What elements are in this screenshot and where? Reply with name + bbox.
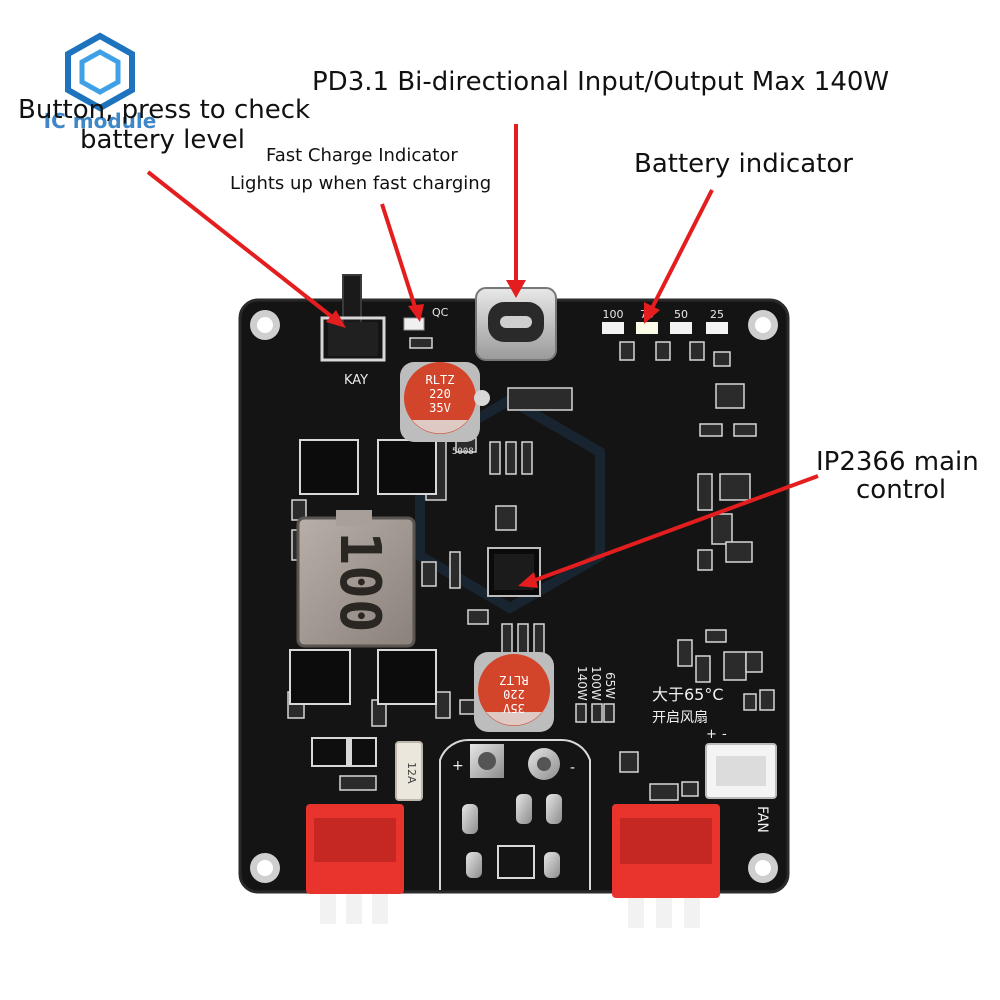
annotation-button-line2: battery level xyxy=(80,125,245,155)
fan-connector xyxy=(705,743,777,799)
annotation-port: PD3.1 Bi-directional Input/Output Max 14… xyxy=(312,67,890,97)
terminal-block-right xyxy=(612,804,720,928)
inductor xyxy=(296,510,416,648)
capacitor-top-text-2: 220 xyxy=(429,387,451,401)
capacitor-bottom-text-3: RLTZ xyxy=(500,673,529,687)
fast-charge-led-label: QC xyxy=(432,306,449,319)
pad-polarity-plus: + xyxy=(452,758,464,774)
capacitor-bottom-text-2: 220 xyxy=(503,687,525,701)
terminal-block-left xyxy=(306,804,404,924)
terminal-pads xyxy=(462,744,562,879)
annotation-button-line1: Button, press to check xyxy=(18,95,311,125)
fast-charge-led xyxy=(403,317,425,331)
ip2366-chip xyxy=(487,547,541,597)
fan-note-line2: 开启风扇 xyxy=(652,710,708,726)
fuse xyxy=(395,741,423,801)
annotation-fast-charge-line2: Lights up when fast charging xyxy=(230,173,492,194)
capacitor-bottom-text-1: 35V xyxy=(503,701,525,715)
annotation-main-control-line1: IP2366 main xyxy=(816,447,979,477)
capacitor-top-text-1: RLTZ xyxy=(426,373,455,387)
mounting-hole xyxy=(250,310,778,883)
fan-note-line1: 大于65°C xyxy=(652,685,724,704)
capacitor-top-text-3: 35V xyxy=(429,401,451,415)
fan-polarity-minus: - xyxy=(722,727,727,742)
mosfet-packages xyxy=(289,439,437,705)
power-option-65w: 65W xyxy=(603,672,617,699)
check-battery-button[interactable] xyxy=(320,274,386,362)
logo-hex-icon xyxy=(65,32,135,112)
fan-label: FAN xyxy=(754,806,770,833)
fan-polarity-plus: + xyxy=(706,727,717,742)
battery-level-label-50: 50 xyxy=(674,308,688,321)
power-option-140w: 140W xyxy=(575,666,589,701)
logo-text: IC module xyxy=(44,109,157,133)
capacitor-top xyxy=(400,362,490,442)
battery-level-leds xyxy=(602,322,728,334)
capacitor-bottom xyxy=(474,652,554,732)
annotation-fast-charge-line1: Fast Charge Indicator xyxy=(266,145,458,166)
annotation-battery-indicator: Battery indicator xyxy=(634,149,853,179)
usb-c-port xyxy=(475,287,557,361)
battery-level-label-100: 100 xyxy=(603,308,624,321)
battery-level-label-25: 25 xyxy=(710,308,724,321)
power-option-100w: 100W xyxy=(589,666,603,701)
pad-polarity-minus: - xyxy=(570,760,575,776)
annotation-main-control-line2: control xyxy=(856,475,947,505)
button-silkscreen-label: KAY xyxy=(344,373,368,388)
fuse-label: 12A xyxy=(405,762,418,784)
resistor-code: 5008 xyxy=(452,447,474,457)
diode xyxy=(311,737,377,767)
annotation-arrows xyxy=(146,124,819,588)
inductor-marking: 100 xyxy=(327,531,392,632)
